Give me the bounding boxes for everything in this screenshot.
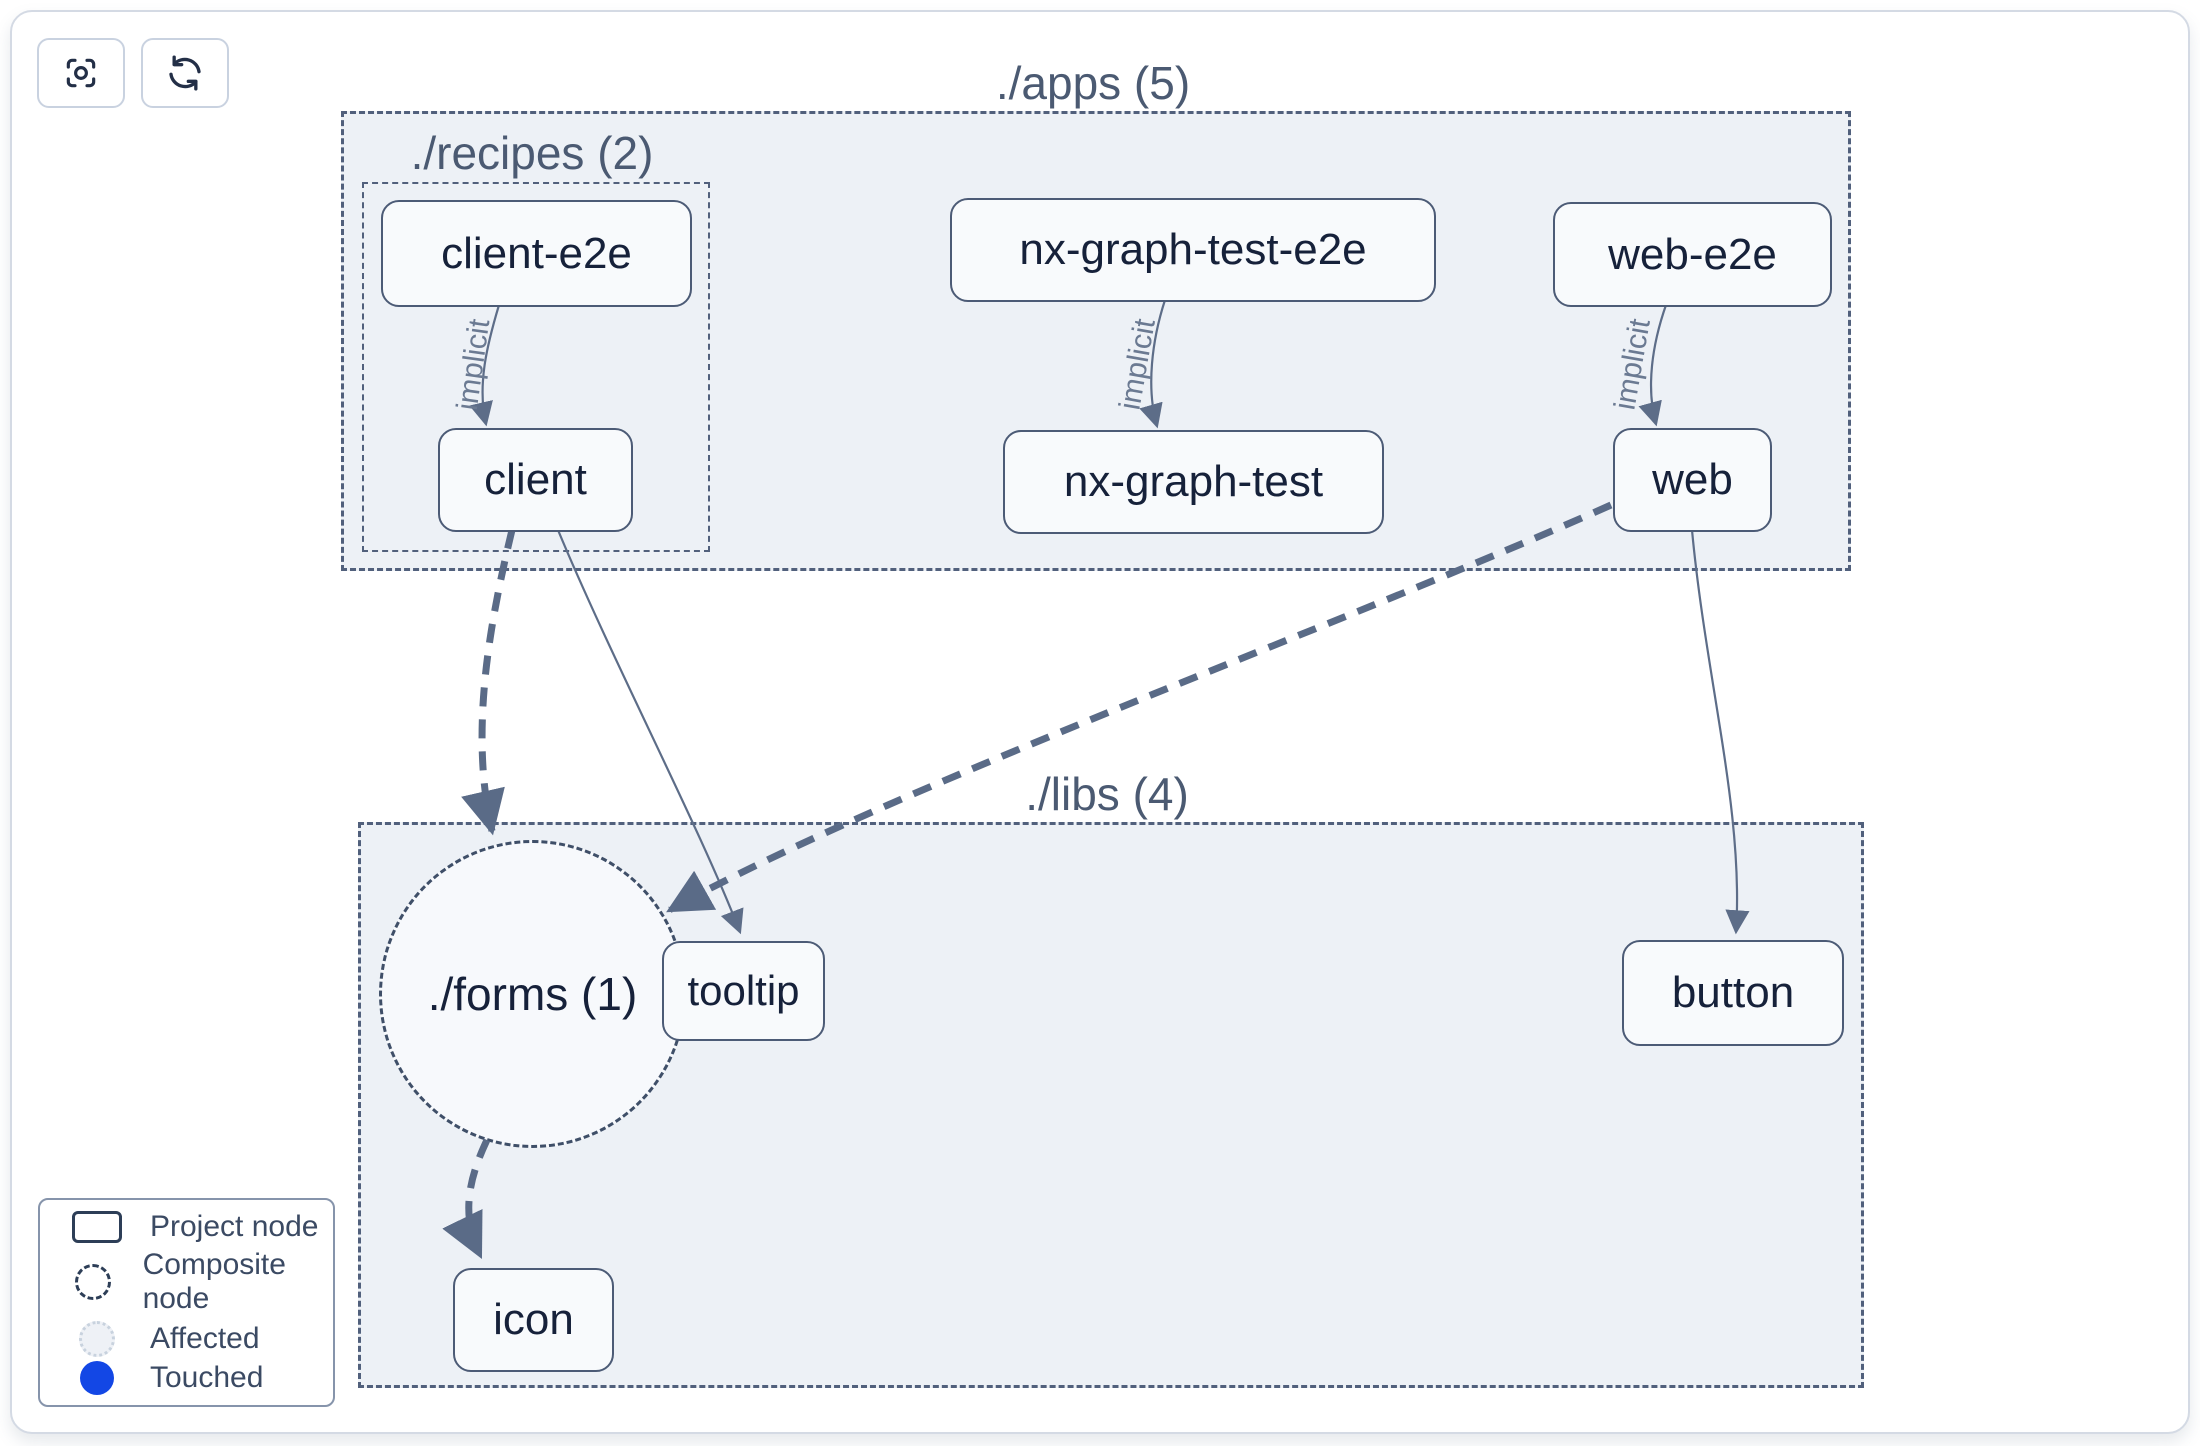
node-web-e2e[interactable]: web-e2e bbox=[1553, 202, 1832, 307]
node-nx-graph-test-e2e[interactable]: nx-graph-test-e2e bbox=[950, 198, 1436, 302]
group-libs-title: ./libs (4) bbox=[1025, 768, 1189, 820]
project-node-swatch-icon bbox=[68, 1211, 126, 1244]
node-tooltip[interactable]: tooltip bbox=[662, 941, 825, 1041]
affected-swatch-icon bbox=[68, 1320, 126, 1357]
node-nx-graph-test[interactable]: nx-graph-test bbox=[1003, 430, 1384, 534]
legend-item-composite-node: Composite node bbox=[40, 1248, 333, 1316]
touched-swatch-icon bbox=[68, 1360, 126, 1395]
legend-item-project-node: Project node bbox=[40, 1210, 333, 1244]
composite-node-forms[interactable]: ./forms (1) bbox=[379, 840, 686, 1148]
legend-item-touched: Touched bbox=[40, 1360, 333, 1395]
node-button[interactable]: button bbox=[1622, 940, 1844, 1046]
legend-item-affected: Affected bbox=[40, 1320, 333, 1357]
legend-label: Touched bbox=[150, 1360, 264, 1394]
node-client-e2e[interactable]: client-e2e bbox=[381, 200, 692, 307]
focus-button[interactable] bbox=[37, 38, 125, 108]
refresh-button[interactable] bbox=[141, 38, 229, 108]
focus-target-icon bbox=[66, 58, 96, 88]
node-client[interactable]: client bbox=[438, 428, 633, 532]
group-apps-title: ./apps (5) bbox=[995, 57, 1191, 109]
legend-label: Project node bbox=[150, 1210, 319, 1244]
composite-node-swatch-icon bbox=[68, 1264, 119, 1301]
graph-toolbar bbox=[37, 38, 229, 108]
legend-label: Affected bbox=[150, 1321, 260, 1355]
refresh-icon bbox=[169, 55, 201, 91]
legend-label: Composite node bbox=[142, 1248, 286, 1316]
node-web[interactable]: web bbox=[1613, 428, 1772, 532]
node-icon[interactable]: icon bbox=[453, 1268, 614, 1372]
group-recipes-title: ./recipes (2) bbox=[410, 127, 654, 179]
legend: Project node Composite node Affected Tou… bbox=[38, 1198, 335, 1407]
